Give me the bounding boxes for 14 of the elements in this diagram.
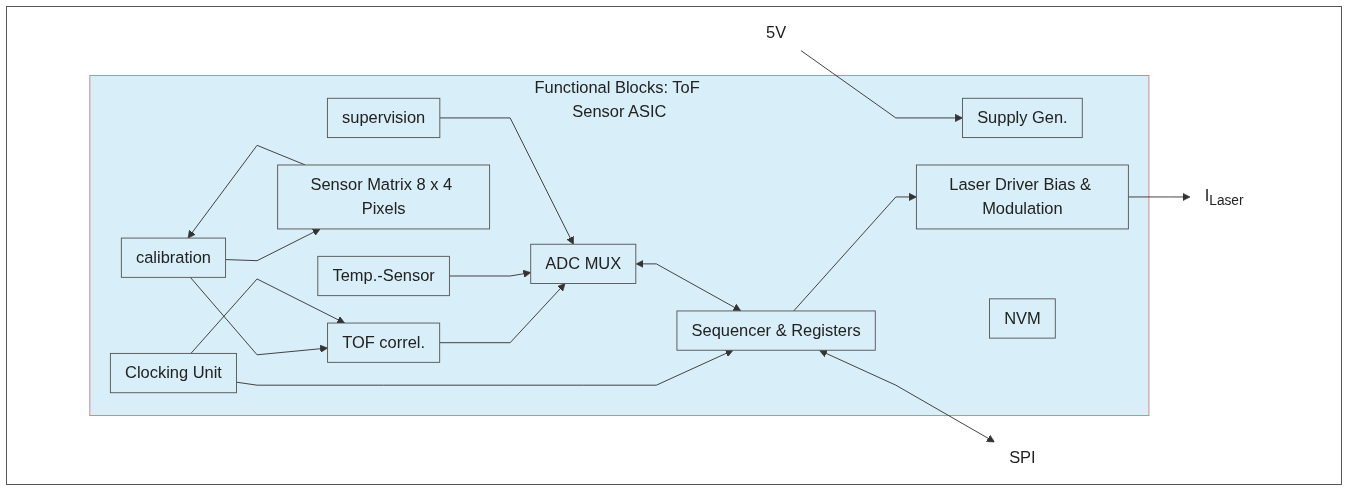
node-box: Clocking Unit: [109, 352, 237, 394]
node-box: ADC MUX: [530, 243, 637, 284]
node-box: Sequencer & Registers: [676, 310, 876, 351]
node-box: Laser Driver Bias & Modulation: [915, 164, 1129, 230]
node-box: Temp.-Sensor: [317, 255, 450, 297]
node-text: SPI: [1009, 448, 1036, 467]
node-box: supervision: [326, 97, 441, 139]
node-box: Supply Gen.: [962, 97, 1083, 139]
node-box: calibration: [120, 237, 226, 278]
node-box: Sensor Matrix 8 x 4 Pixels: [277, 164, 491, 230]
node-box: NVM: [989, 298, 1056, 339]
node-text: 5V: [766, 23, 787, 42]
node-box: TOF correl.: [327, 322, 441, 363]
node-text: I$_{Laser}$: [1204, 185, 1244, 208]
